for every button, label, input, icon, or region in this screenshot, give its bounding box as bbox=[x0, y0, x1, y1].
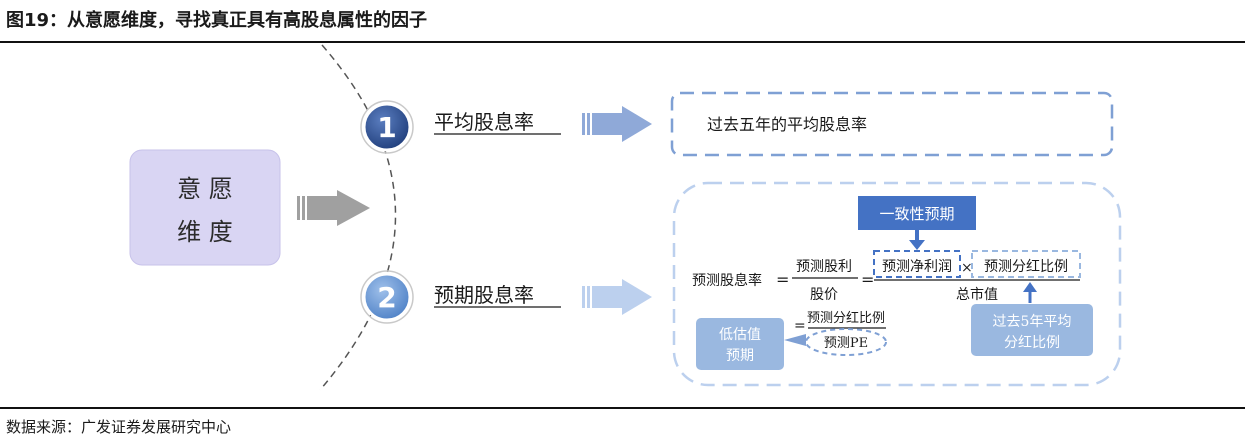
number-circle-1 bbox=[362, 102, 412, 152]
number-circle-2 bbox=[362, 272, 412, 322]
formula-frac2-num-b: 预测分红比例 bbox=[984, 259, 1068, 275]
center-box bbox=[129, 149, 281, 266]
pointer-arrow bbox=[784, 334, 806, 346]
formula-equals-2: = bbox=[861, 270, 874, 289]
item2-formula-box bbox=[672, 181, 1122, 387]
top-rule bbox=[0, 41, 1245, 43]
net-profit-dashed-box bbox=[873, 250, 961, 278]
formula-frac1-den: 股价 bbox=[810, 287, 838, 303]
formula-frac1-num: 预测股利 bbox=[796, 259, 852, 275]
history-payout-tag bbox=[971, 304, 1093, 356]
low-valuation-tag bbox=[696, 318, 784, 370]
formula-frac3-equals: = bbox=[794, 318, 806, 334]
figure-title: 图19：从意愿维度，寻找真正具有高股息属性的因子 bbox=[6, 10, 428, 31]
history-tag-line2: 分红比例 bbox=[1004, 335, 1060, 351]
consensus-tag bbox=[858, 196, 976, 230]
item1-description-box bbox=[670, 91, 1114, 157]
center-box-line2: 维 度 bbox=[177, 218, 233, 246]
source-note: 数据来源：广发证券发展研究中心 bbox=[6, 418, 232, 436]
formula-times: × bbox=[961, 260, 973, 276]
pe-dashed-ellipse bbox=[805, 328, 887, 356]
formula-frac2-den: 总市值 bbox=[956, 286, 998, 303]
arrow-2 bbox=[582, 279, 652, 315]
item1-label: 平均股息率 bbox=[434, 110, 534, 134]
center-box-line1: 意 愿 bbox=[177, 175, 233, 203]
payout-dashed-box bbox=[971, 250, 1081, 278]
history-tag-line1: 过去5年平均 bbox=[993, 314, 1072, 330]
formula-lhs: 预测股息率 bbox=[692, 272, 762, 289]
low-val-tag-line1: 低估值 bbox=[719, 327, 761, 343]
formula-frac2-num-a: 预测净利润 bbox=[882, 259, 952, 275]
consensus-tag-text: 一致性预期 bbox=[879, 205, 954, 223]
dashed-arc bbox=[319, 44, 397, 391]
gray-arrow bbox=[297, 190, 370, 226]
formula-frac3-den: 预测PE bbox=[824, 336, 868, 351]
formula-equals-1: = bbox=[776, 270, 789, 289]
item2-label: 预期股息率 bbox=[434, 283, 534, 307]
number-2: 2 bbox=[377, 281, 396, 314]
arrow-1 bbox=[582, 106, 652, 142]
number-1: 1 bbox=[377, 111, 396, 144]
low-val-tag-line2: 预期 bbox=[726, 348, 754, 364]
formula-frac3-num: 预测分红比例 bbox=[807, 310, 885, 326]
item1-description: 过去五年的平均股息率 bbox=[707, 115, 867, 134]
bottom-rule bbox=[0, 407, 1245, 409]
